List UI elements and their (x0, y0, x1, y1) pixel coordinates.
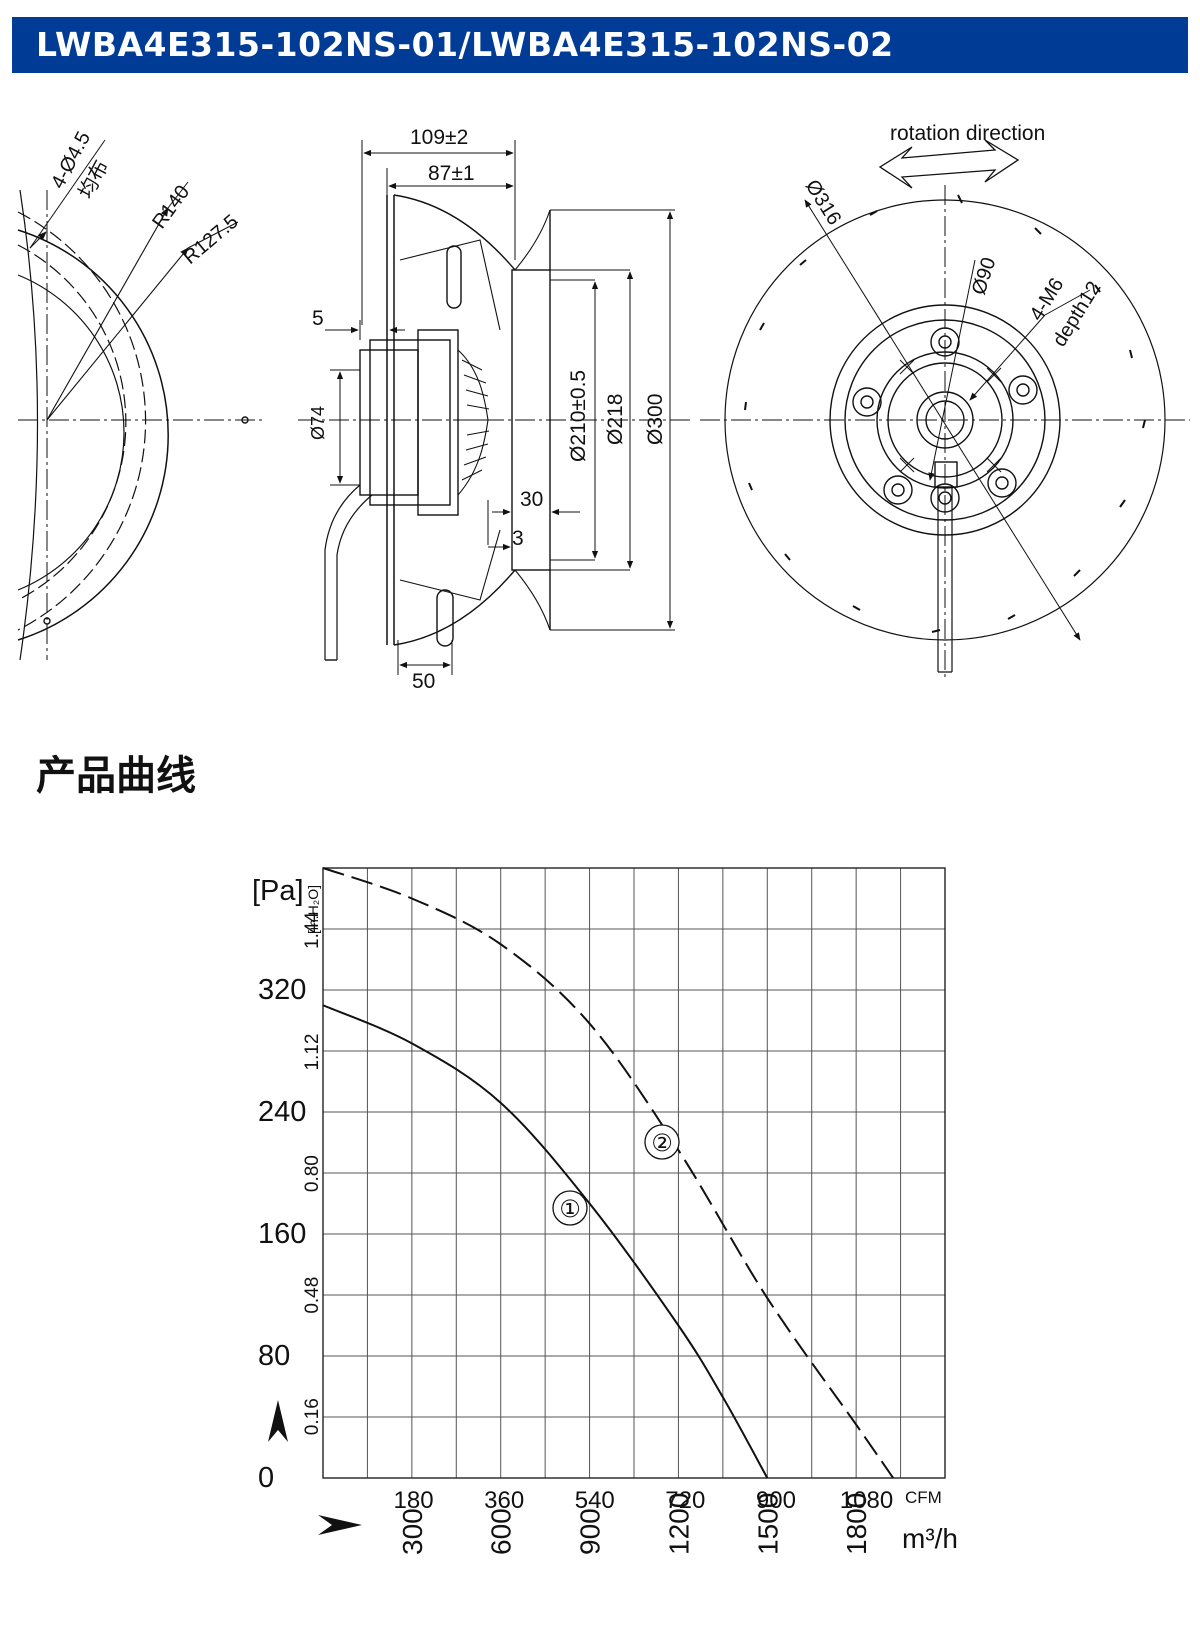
dim-cable: 50 (412, 670, 435, 693)
chart-x-secondary-tick-label: 720 (665, 1487, 705, 1514)
chart-x-tick-label: 300 (397, 1508, 428, 1555)
chart-y-secondary-axis-label: [in.H₂O] (305, 885, 321, 934)
rotation-direction-label: rotation direction (890, 122, 1045, 145)
header-bar: LWBA4E315-102NS-01/LWBA4E315-102NS-02 (12, 17, 1188, 73)
front-view (700, 139, 1190, 680)
chart-series-label-1: ① (559, 1196, 581, 1223)
chart-series-marker-1 (552, 1190, 588, 1226)
radius-outer-label: R140 (148, 181, 194, 233)
dim-inlet-depth: 30 (520, 488, 543, 511)
chart-series-marker-2 (644, 1124, 680, 1160)
chart-series-line-2 (322, 867, 894, 1479)
section-heading-product-curve: 产品曲线 (36, 753, 196, 799)
chart-y-tick-label: 320 (258, 974, 306, 1006)
dim-overall-depth: 109±2 (410, 126, 468, 149)
chart-x-secondary-tick-label: 360 (484, 1487, 524, 1514)
chart-series-line-1 (322, 1004, 769, 1479)
chart-x-axis-arrow (318, 1515, 362, 1535)
product-model-title: LWBA4E315-102NS-01/LWBA4E315-102NS-02 (36, 25, 894, 64)
dim-outer-diameter: Ø300 (644, 394, 667, 445)
chart-x-axis-label: m³/h (902, 1523, 958, 1554)
chart-y-secondary-tick-label: 1.12 (302, 1034, 323, 1071)
chart-x-tick-label: 1200 (663, 1493, 694, 1555)
chart-y-axis-label: [Pa] (252, 875, 304, 907)
chart-x-secondary-tick-label: 1080 (840, 1487, 893, 1514)
side-section-view (298, 140, 690, 675)
chart-x-tick-label: 1800 (841, 1493, 872, 1555)
dim-impeller-depth: 87±1 (428, 162, 475, 185)
chart-x-secondary-tick-label: 900 (756, 1487, 796, 1514)
chart-frame (322, 867, 946, 1479)
chart-x-tick-label: 1500 (752, 1493, 783, 1555)
chart-y-secondary-tick-label: 0.48 (302, 1277, 323, 1314)
chart-y-tick-label: 160 (258, 1218, 306, 1250)
chart-x-tick-label: 900 (575, 1508, 606, 1555)
chart-y-secondary-tick-label: 1.44 (302, 912, 323, 949)
chart-x-tick-label: 600 (486, 1508, 517, 1555)
dim-gap: 3 (512, 527, 524, 550)
dim-front-center: Ø90 (968, 255, 1001, 298)
chart-series-label-2: ② (651, 1130, 673, 1157)
chart-y-secondary-tick-label: 0.16 (302, 1398, 323, 1435)
chart-x-secondary-tick-label: 180 (394, 1487, 434, 1514)
performance-chart: 0 80 160 240 320 0.16 0.48 0.80 1.12 1.44 [Pa][in.… (252, 867, 958, 1555)
chart-x-secondary-tick-label: 540 (575, 1487, 615, 1514)
dim-ring-diameter: Ø218 (604, 394, 627, 445)
chart-y-tick-label: 80 (258, 1340, 290, 1372)
chart-y-axis-arrow (268, 1400, 288, 1442)
left-mounting-view (17, 139, 265, 661)
dim-front-outer: Ø316 (801, 176, 846, 229)
chart-y-secondary-tick-label: 0.80 (302, 1155, 323, 1192)
chart-y-tick-label: 0 (258, 1462, 274, 1494)
chart-y-tick-label: 240 (258, 1096, 306, 1128)
dim-inlet-diameter: Ø210±0.5 (567, 370, 590, 462)
dim-flange: 5 (312, 307, 324, 330)
chart-x-secondary-axis-label: CFM (905, 1488, 942, 1507)
radius-inner-label: R127.5 (179, 211, 243, 269)
dim-hub: Ø74 (308, 406, 328, 440)
